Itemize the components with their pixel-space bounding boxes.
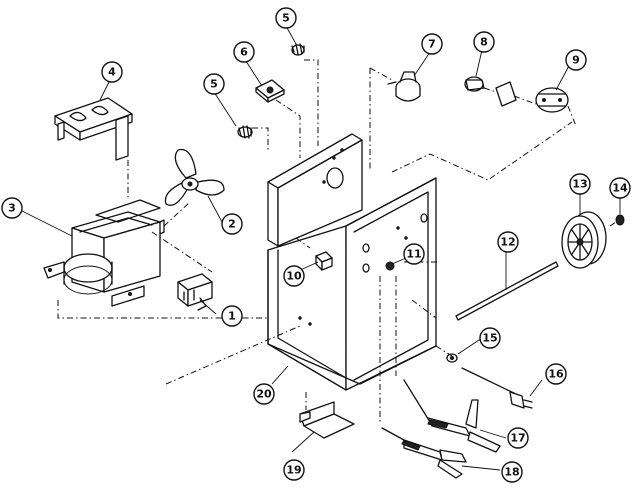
callout-number: 13 — [572, 178, 587, 191]
rectifier-part — [535, 87, 569, 113]
callout-number: 19 — [286, 464, 301, 477]
transformer-part — [43, 199, 165, 307]
callout-number: 18 — [504, 466, 519, 479]
callout-9: 9 — [565, 49, 587, 71]
callout-13: 13 — [569, 173, 591, 195]
callout-number: 14 — [612, 182, 628, 195]
callout-19: 19 — [283, 459, 305, 481]
callout-number: 4 — [108, 66, 116, 79]
callout-8: 8 — [473, 31, 495, 53]
callout-number: 3 — [8, 202, 16, 215]
switch-part — [177, 273, 213, 311]
cabinet-part — [267, 133, 437, 391]
callout-number: 5 — [210, 78, 218, 91]
callout-15: 15 — [479, 327, 501, 349]
callout-10: 10 — [283, 265, 305, 287]
power-cord-part — [461, 367, 533, 409]
hub-cap-part — [615, 214, 625, 226]
fan-bracket-part — [54, 97, 133, 161]
assembly-lines — [57, 59, 617, 424]
callout-number: 15 — [482, 332, 497, 345]
callout-4: 4 — [101, 61, 123, 83]
bracket-part — [464, 76, 517, 107]
clamp-positive-part — [403, 379, 501, 453]
grommet-upper-part — [291, 43, 305, 56]
panel-switch-part — [315, 251, 333, 271]
timer-knob-part — [387, 71, 421, 102]
callout-6: 6 — [233, 41, 255, 63]
callout-17: 17 — [507, 427, 529, 449]
clamp-negative-part — [381, 427, 467, 479]
callout-number: 7 — [428, 38, 436, 51]
callout-number: 12 — [500, 236, 515, 249]
wheel-part — [561, 211, 607, 269]
callout-number: 20 — [256, 388, 272, 401]
callout-5-upper: 5 — [275, 7, 297, 29]
callout-number: 11 — [406, 248, 421, 261]
callout-1: 1 — [221, 305, 243, 327]
callout-number: 17 — [510, 432, 525, 445]
callout-number: 9 — [572, 54, 580, 67]
callout-3: 3 — [1, 197, 23, 219]
circuit-breaker-part — [255, 79, 285, 103]
callout-11: 11 — [403, 243, 425, 265]
fan-blade-part — [164, 148, 225, 206]
callout-number: 2 — [228, 218, 236, 231]
callout-14: 14 — [609, 177, 631, 199]
callout-18: 18 — [501, 461, 523, 483]
callout-5-lower: 5 — [203, 73, 225, 95]
callout-7: 7 — [421, 33, 443, 55]
grommet-lower-part — [237, 125, 253, 139]
callout-16: 16 — [545, 363, 567, 385]
callout-number: 16 — [548, 368, 564, 381]
leader-lines — [19, 25, 621, 471]
callout-number: 6 — [240, 46, 248, 59]
callout-12: 12 — [497, 231, 519, 253]
strain-relief-part — [446, 353, 458, 363]
axle-part — [455, 261, 559, 321]
callout-number: 1 — [228, 310, 236, 323]
callout-2: 2 — [221, 213, 243, 235]
callout-number: 8 — [480, 36, 488, 49]
callout-number: 10 — [286, 270, 302, 283]
callout-number: 5 — [282, 12, 290, 25]
bottom-bracket-part — [299, 401, 355, 439]
callout-20: 20 — [253, 383, 275, 405]
